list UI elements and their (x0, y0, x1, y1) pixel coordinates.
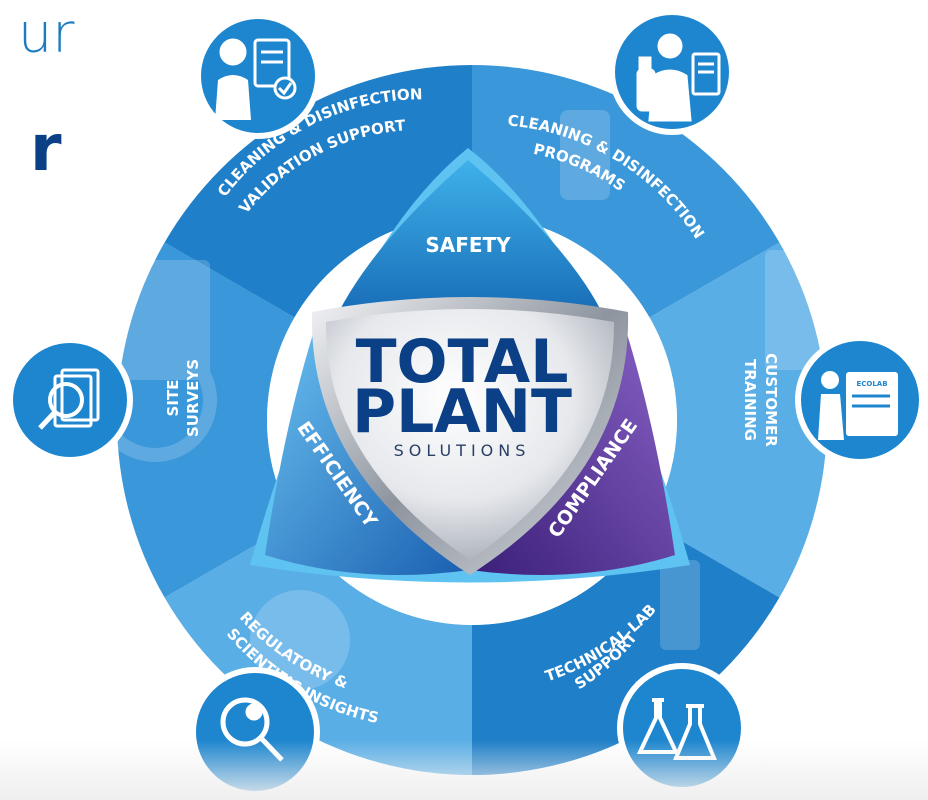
worker-spray-bottle-icon (636, 33, 721, 122)
segment-training-label: CUSTOMER (762, 353, 780, 447)
bottom-fade (0, 740, 928, 800)
segment-site-label: SITE (164, 380, 182, 417)
shield-face (325, 309, 615, 560)
headline-light-text: ur (18, 2, 75, 65)
document-magnifier-icon (38, 368, 100, 430)
segment-validation (164, 65, 472, 318)
badge-presenter: ECOLAB (795, 335, 925, 465)
segment-customer-training (649, 242, 827, 598)
worker-checklist-icon (215, 38, 297, 120)
presenter-whiteboard-icon: ECOLAB (818, 371, 898, 440)
center-shield (311, 297, 629, 575)
headline: ur r (0, 0, 260, 220)
segment-site-label-2: SURVEYS (184, 359, 202, 437)
brand-total: TOTAL (356, 327, 569, 397)
badge-worker-checklist (195, 13, 321, 139)
headline-bold-text: r (30, 112, 62, 186)
segment-technical-lab (472, 522, 780, 775)
segment-site-surveys (116, 242, 295, 598)
pillar-safety (330, 160, 610, 330)
board-label: ECOLAB (856, 380, 887, 388)
segment-watermarks (93, 110, 835, 690)
brand-solutions: SOLUTIONS (394, 441, 531, 460)
badge-site-survey (7, 337, 133, 463)
segment-training-label-2: TRAINING (741, 359, 759, 441)
brand-plant: PLANT (352, 377, 572, 447)
pillar-safety-label: SAFETY (425, 233, 511, 257)
segment-regulatory (164, 522, 472, 775)
badge-worker-spray (609, 9, 735, 135)
ring-segments (116, 65, 827, 775)
segment-cleaning-programs (472, 65, 780, 318)
